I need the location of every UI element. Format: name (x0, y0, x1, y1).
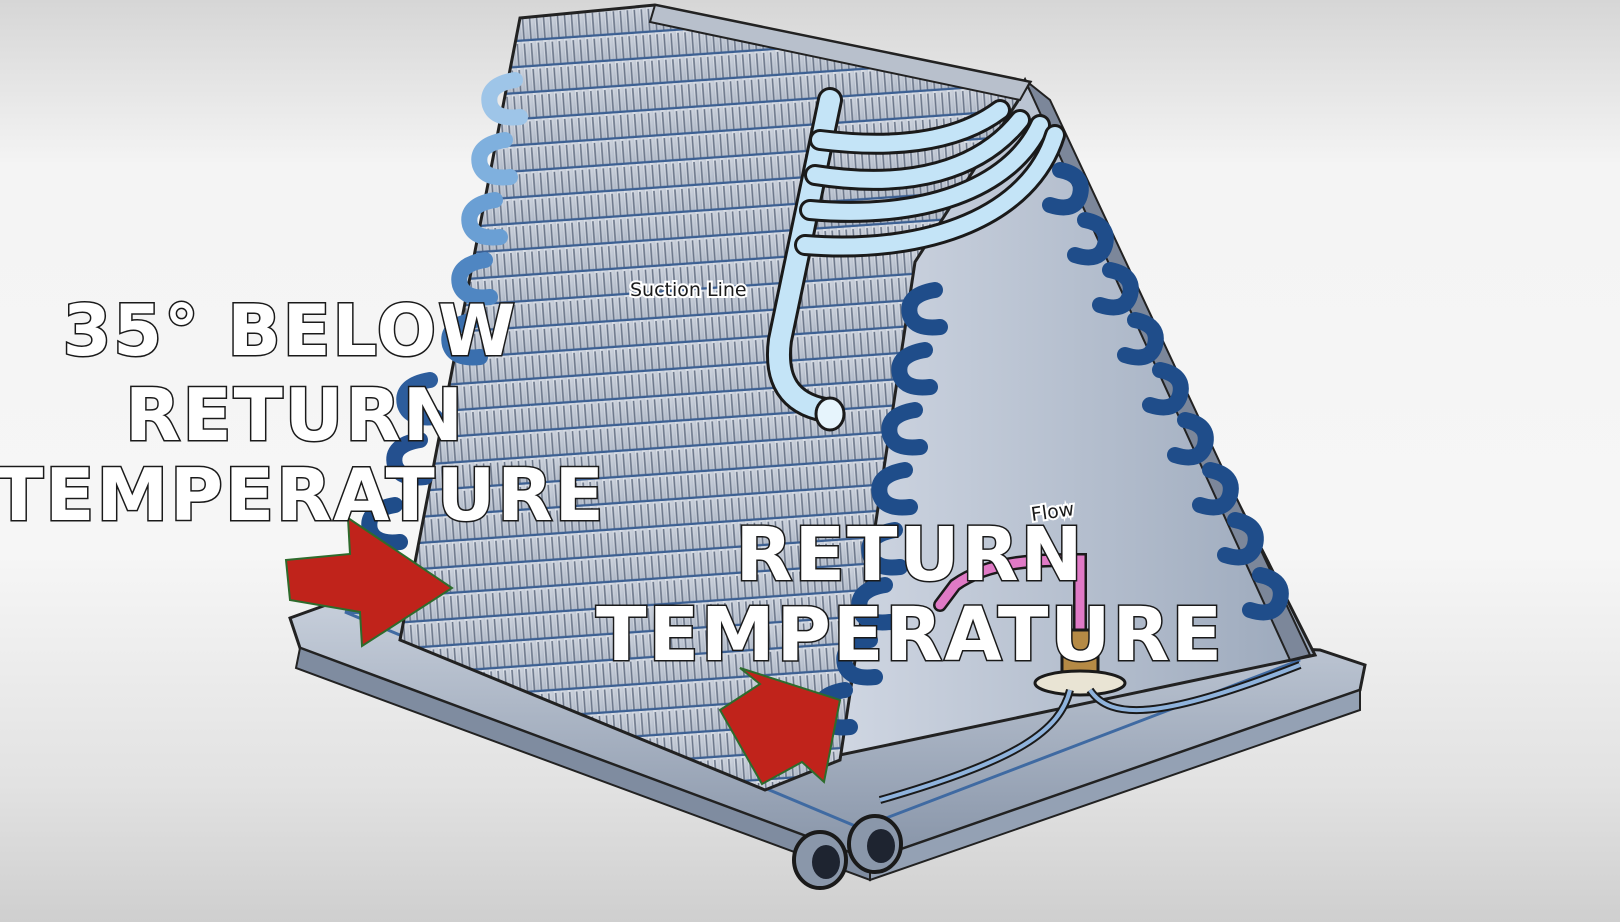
metering-device (878, 552, 1302, 804)
caption-line-3: TEMPERATURE (0, 453, 606, 537)
caption-line-1: RETURN (735, 512, 1084, 598)
red-arrow-icon (718, 667, 842, 786)
caption-line-2: TEMPERATURE (596, 592, 1224, 678)
bottom-tube-bends (811, 282, 948, 736)
line-set-stubs (792, 814, 903, 890)
caption-line-1: 35° BELOW (63, 290, 518, 372)
red-arrow-icon (284, 516, 454, 648)
left-tube-bends (361, 72, 528, 551)
suction-manifold (766, 87, 1066, 432)
below-return-temperature-caption: 35° BELOW RETURN TEMPERATURE (0, 289, 606, 539)
caption-line-2: RETURN (125, 373, 465, 457)
return-temperature-caption: RETURN TEMPERATURE (594, 511, 1224, 680)
suction-line-label: Suction Line (630, 279, 747, 301)
right-tube-bends (1042, 162, 1289, 621)
